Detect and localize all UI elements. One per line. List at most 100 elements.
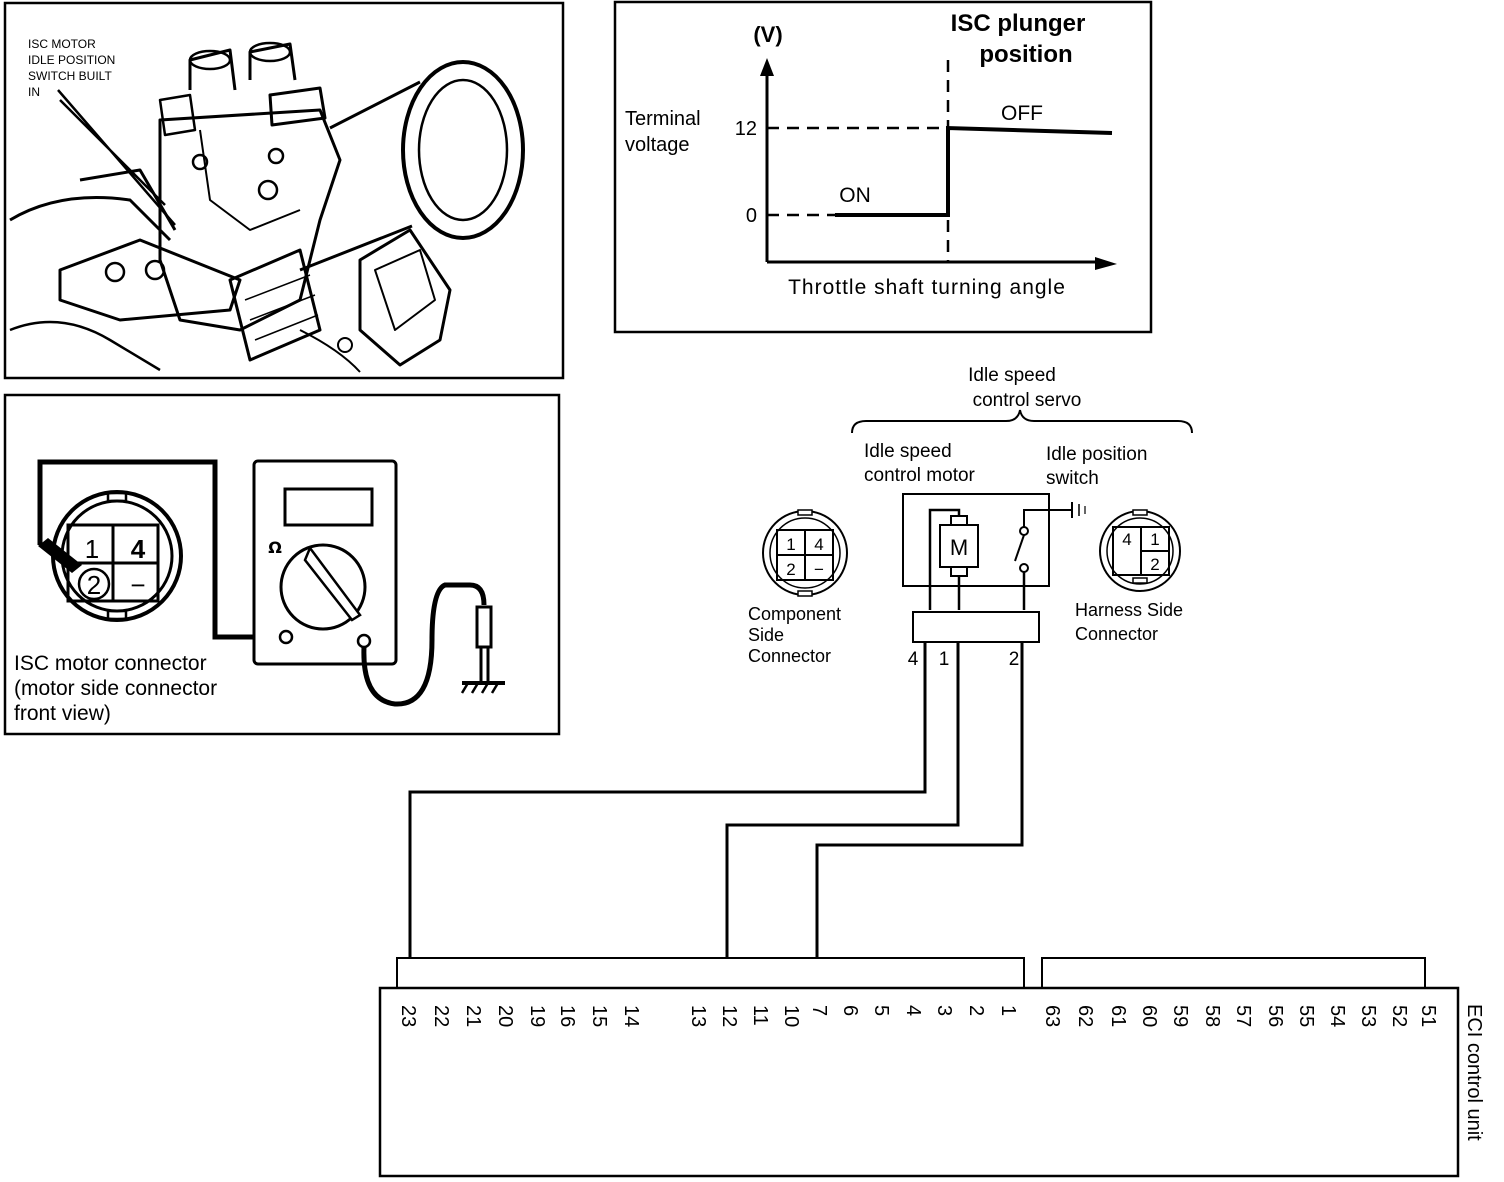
connector-pin-4: 4 (131, 534, 146, 564)
ecu-pin-2: 2 (965, 1005, 987, 1016)
meter-jack-ohm (356, 633, 372, 649)
ecu-body (378, 986, 1460, 1178)
ground-probe (460, 605, 505, 694)
harness-label-line-2: Connector (1075, 624, 1158, 644)
ecu-pin-62: 62 (1074, 1005, 1096, 1027)
range-selector-dial (279, 543, 367, 631)
idle-switch-blade (1014, 534, 1025, 562)
ecu-pin-55: 55 (1295, 1005, 1317, 1027)
off-state-label: OFF (1001, 102, 1043, 125)
switch-label-line-2: switch (1046, 468, 1099, 489)
ecu-pin-19: 19 (526, 1005, 548, 1027)
terminal-voltage-trace (835, 125, 1113, 217)
harness-wires (408, 642, 1024, 958)
ecu-pin-16: 16 (556, 1005, 578, 1027)
ecu-pin-11: 11 (749, 1005, 771, 1026)
switch-label-line-1: Idle position (1046, 444, 1147, 465)
isc-servo-unit: M (902, 493, 1086, 610)
y-tick-12: 12 (735, 118, 757, 140)
ecu-pin-54: 54 (1326, 1005, 1348, 1027)
ecu-pin-52: 52 (1388, 1005, 1410, 1027)
motor-label-line-2: control motor (864, 465, 976, 486)
caption-line-3: front view) (14, 702, 111, 725)
on-state-label: ON (839, 184, 871, 207)
wire-terminal-4-to-ecu-23 (408, 642, 927, 958)
ecu-pin-13: 13 (687, 1005, 709, 1027)
ecu-pin-10: 10 (780, 1005, 802, 1027)
ecu-label: ECI control unit (1463, 1004, 1485, 1141)
ecu-pin-57: 57 (1232, 1005, 1254, 1027)
servo-label-line-2: control servo (973, 390, 1082, 411)
harness-label-line-1: Harness Side (1075, 600, 1183, 620)
y-label-line-2: voltage (625, 134, 690, 156)
voltage-chart-panel: (V) ISC plunger position Terminal voltag… (613, 0, 1153, 334)
component-pin-2: 2 (786, 560, 795, 579)
ecu-pin-63: 63 (1041, 1005, 1063, 1027)
ecu-pin-3: 3 (933, 1005, 955, 1016)
ecu-pin-56: 56 (1264, 1005, 1286, 1027)
isc-motor (939, 524, 979, 568)
connector-pin-1: 1 (85, 534, 99, 564)
ecu-pin-12: 12 (718, 1005, 740, 1027)
meter-jack-com (278, 629, 294, 645)
ecu-pin-14: 14 (620, 1005, 642, 1027)
chart-title-line-2: position (979, 41, 1072, 68)
servo-brace (851, 409, 1193, 434)
component-label-line-2: Side (748, 625, 784, 645)
component-pin-minus: − (814, 560, 824, 579)
motor-label-line-1: Idle speed (864, 441, 952, 462)
isc-switch-label: ISC MOTOR IDLE POSITION SWITCH BUILT IN (28, 37, 115, 99)
harness-pin-2: 2 (1150, 555, 1159, 574)
ecu-pin-23: 23 (397, 1005, 419, 1027)
servo-label-line-1: Idle speed (968, 365, 1056, 386)
isc-label-line-4: IN (28, 85, 40, 99)
terminal-label-2: 2 (1009, 649, 1020, 670)
ecu-pin-22: 22 (430, 1005, 452, 1027)
ecu-connector-right (1041, 957, 1426, 989)
meter-display (283, 487, 374, 527)
motor-symbol: M (950, 535, 968, 560)
connector-pin-2: 2 (87, 570, 101, 600)
test-lead-positive (37, 459, 282, 640)
ecu-pin-21: 21 (462, 1005, 484, 1027)
throttle-body-illustration (9, 41, 525, 373)
ecu-connector-left (396, 957, 1025, 989)
y-label-line-1: Terminal (625, 108, 701, 130)
chart-title-line-1: ISC plunger (951, 10, 1086, 37)
ecu-pin-5: 5 (870, 1005, 892, 1016)
ecu-pin-53: 53 (1357, 1005, 1379, 1027)
test-lead-ground (361, 582, 487, 707)
wire-terminal-2-to-ecu-7 (815, 642, 1024, 958)
harness-pin-1: 1 (1150, 530, 1159, 549)
idle-switch-contact-top (1019, 526, 1029, 536)
y-axis-arrow (760, 58, 774, 76)
caption-line-2: (motor side connector (14, 677, 217, 700)
ecu-pin-59: 59 (1169, 1005, 1191, 1027)
y-unit-label: (V) (753, 22, 782, 47)
ecu-pin-7: 7 (808, 1005, 830, 1016)
component-side-connector: 1 4 2 − Component Side Connector (748, 509, 848, 666)
ohmmeter: Ω (252, 459, 398, 666)
idle-switch-contact-bottom (1019, 563, 1029, 573)
ecu-pin-20: 20 (494, 1005, 516, 1027)
ecu-pin-6: 6 (839, 1005, 861, 1016)
isc-label-line-1: ISC MOTOR (28, 37, 96, 51)
component-label-line-1: Component (748, 604, 841, 624)
terminal-label-4: 4 (908, 649, 919, 670)
x-axis-arrow (1095, 257, 1117, 270)
wiring-diagram: Idle speed control servo Idle speed cont… (378, 365, 1485, 1178)
ecu-pin-60: 60 (1138, 1005, 1160, 1027)
component-pin-1: 1 (786, 535, 795, 554)
ohm-symbol: Ω (268, 538, 282, 557)
isc-motor-connector-front: 1 4 2 − (38, 490, 183, 622)
isc-photo-panel: ISC MOTOR IDLE POSITION SWITCH BUILT IN (3, 1, 565, 380)
ecu-pin-1: 1 (997, 1005, 1019, 1016)
x-axis-label: Throttle shaft turning angle (788, 276, 1066, 299)
isc-label-line-3: SWITCH BUILT (28, 69, 112, 83)
y-tick-0: 0 (746, 205, 757, 227)
ecu-pin-4: 4 (902, 1005, 924, 1016)
caption-line-1: ISC motor connector (14, 652, 207, 675)
